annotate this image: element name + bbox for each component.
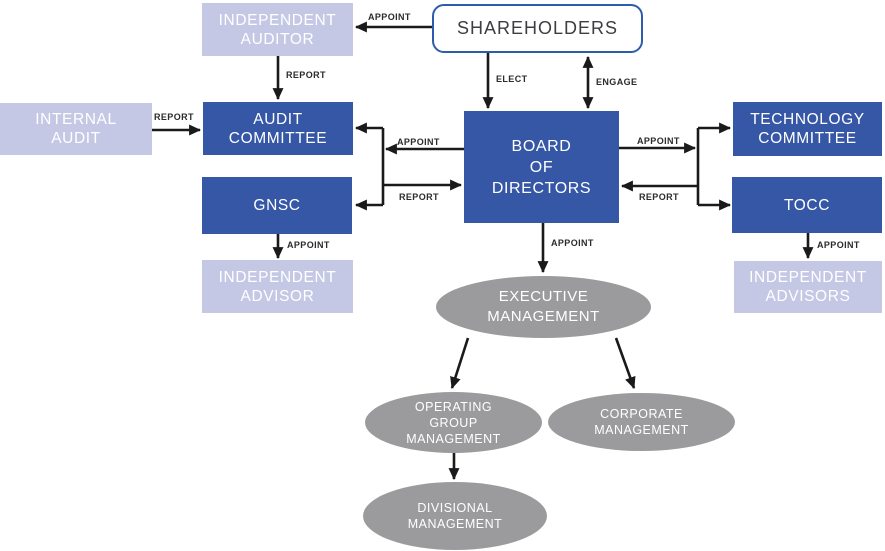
edge-exec-to-corporate xyxy=(614,337,636,389)
edge-exec-to-operating xyxy=(450,337,470,389)
label-board-appoint-right: APPOINT xyxy=(637,136,680,146)
node-independent-advisors: INDEPENDENT ADVISORS xyxy=(734,261,882,313)
label-right-report-board: REPORT xyxy=(639,192,679,202)
node-independent-advisor: INDEPENDENT ADVISOR xyxy=(202,260,353,313)
node-technology-committee: TECHNOLOGY COMMITTEE xyxy=(733,102,882,156)
label-engage: ENGAGE xyxy=(596,77,638,87)
node-board-of-directors: BOARD OF DIRECTORS xyxy=(464,111,619,223)
node-corporate-management: CORPORATE MANAGEMENT xyxy=(548,393,735,451)
label-tocc-appoint: APPOINT xyxy=(817,240,860,250)
label-elect: ELECT xyxy=(496,74,528,84)
node-executive-management: EXECUTIVE MANAGEMENT xyxy=(436,276,651,338)
node-shareholders: SHAREHOLDERS xyxy=(432,4,643,53)
label-board-appoint-left: APPOINT xyxy=(397,137,440,147)
node-gnsc: GNSC xyxy=(202,177,352,234)
node-divisional-management: DIVISIONAL MANAGEMENT xyxy=(363,482,547,550)
node-audit-committee: AUDIT COMMITTEE xyxy=(203,102,353,155)
label-board-appoint-exec: APPOINT xyxy=(551,238,594,248)
label-gnsc-appoint: APPOINT xyxy=(287,240,330,250)
node-operating-group-management: OPERATING GROUP MANAGEMENT xyxy=(365,392,542,453)
node-tocc: TOCC xyxy=(732,177,882,233)
label-appoint-auditor: APPOINT xyxy=(368,12,411,22)
label-left-report-board: REPORT xyxy=(399,192,439,202)
node-independent-auditor: INDEPENDENT AUDITOR xyxy=(202,3,353,56)
label-internal-audit-report: REPORT xyxy=(154,112,194,122)
node-internal-audit: INTERNAL AUDIT xyxy=(0,103,152,155)
label-auditor-report: REPORT xyxy=(286,70,326,80)
